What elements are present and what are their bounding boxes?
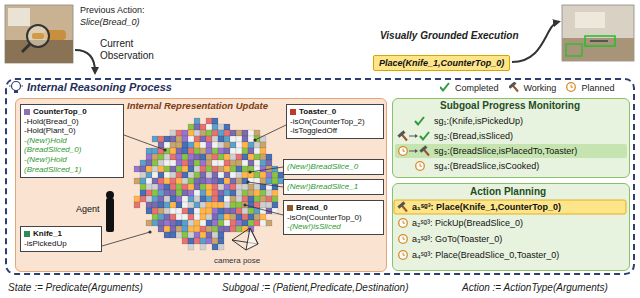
execution-image	[562, 5, 634, 61]
legend-text: Working	[524, 83, 557, 93]
object-name: (New!)BreadSlice_0	[287, 162, 380, 172]
text-label: camera pose	[214, 256, 260, 265]
object-state: -isOn(CounterTop_0)	[287, 213, 380, 223]
object-box: CounterTop_0-Hold(Bread_0)-Hold(Plant_0)…	[20, 104, 124, 178]
object-name: Bread_0	[296, 203, 328, 213]
legend-item: Working	[509, 82, 557, 93]
object-name: Toaster_0	[299, 107, 336, 117]
object-state: -Hold(Bread_0)	[24, 117, 120, 127]
text-label: Action := ActionType(Arguments)	[462, 282, 608, 293]
voxel-map	[134, 118, 284, 250]
object-box: Bread_0-isOn(CounterTop_0)-(New!)isSlice…	[283, 200, 384, 235]
object-name: Knife_1	[33, 229, 62, 239]
text-label: Subgoal := (Patient,Predicate,Destinatio…	[222, 282, 409, 293]
reasoning-panel: Internal Reasoning ProcessInternal Repre…	[5, 78, 635, 275]
object-name: CounterTop_0	[33, 107, 87, 117]
title-row: CounterTop_0	[24, 107, 120, 117]
legend-item: Completed	[440, 82, 499, 93]
legend: Completed Working Planned	[440, 82, 614, 93]
list-item: a₃ˢᵍ³: GoTo(Toaster_0)	[412, 234, 502, 244]
object-state: -(New!)Hold (BreadSliced_1)	[24, 155, 120, 174]
list-item: sg₄:(BreadSlice,isCooked)	[434, 161, 539, 171]
object-state: -(New!)Hold (BreadSliced_0)	[24, 136, 120, 155]
previous-observation-image	[5, 5, 73, 63]
text-label: Current Observation	[100, 38, 162, 61]
object-state: -(New!)isSliced	[287, 222, 380, 232]
object-color-square	[287, 205, 293, 211]
list-item: a₁ˢᵍ³: Place(Knife_1,CounterTop_0)	[412, 202, 561, 212]
legend-icon	[566, 82, 578, 93]
subgoal-panel: Subgoal Progress Monitoring sg₁:(Knife,is…	[392, 98, 630, 178]
object-state: -isOn(CounterTop_2)	[290, 117, 380, 127]
object-state: -isToggledOff	[290, 126, 380, 136]
object-color-square	[290, 109, 296, 115]
action-panel: Action Planning a₁ˢᵍ³: Place(Knife_1,Coun…	[392, 183, 630, 271]
object-box: Knife_1-isPickedUp	[20, 226, 102, 252]
list-item: sg₂:(Bread,isSliced)	[434, 131, 513, 141]
observation-arrow	[75, 50, 95, 72]
panel-title: Internal Reasoning Process	[27, 81, 172, 93]
legend-text: Planned	[581, 83, 614, 93]
text-label: Previous Action:	[80, 5, 145, 15]
object-box: (New!)BreadSlice_1	[283, 179, 384, 195]
list-item: sg₁:(Knife,isPickedUp)	[434, 116, 523, 126]
object-color-square	[24, 231, 30, 237]
text-label: Slice(Bread_0)	[80, 17, 140, 27]
panel-title: Action Planning	[470, 186, 546, 197]
object-box: (New!)BreadSlice_0	[283, 159, 384, 175]
panel-title: Subgoal Progress Monitoring	[440, 100, 580, 111]
legend-item: Planned	[566, 82, 614, 93]
object-color-square	[24, 109, 30, 115]
object-state: -isPickedUp	[24, 239, 98, 249]
title-row: Bread_0	[287, 203, 380, 213]
object-name: (New!)BreadSlice_1	[287, 182, 380, 192]
text-label: Visually Grounded Execution	[380, 30, 519, 41]
action-box: Place(Knife_1,CounterTop_0)	[373, 55, 510, 71]
list-item: a₄ˢᵍ³: Place(BreadSlice_0,Toaster_0)	[412, 250, 559, 260]
execution-arrow	[512, 22, 558, 62]
legend-text: Completed	[455, 83, 499, 93]
object-state: -Hold(Plant_0)	[24, 126, 120, 136]
representation-panel: Internal Representation UpdateCounterTop…	[15, 98, 387, 272]
text-label: State := Predicate(Arguments)	[8, 282, 143, 293]
title-row: Toaster_0	[290, 107, 380, 117]
list-item: a₂ˢᵍ³: PickUp(BreadSlice_0)	[412, 218, 523, 228]
object-box: Toaster_0-isOn(CounterTop_2)-isToggledOf…	[286, 104, 384, 139]
text-label: Agent	[76, 204, 100, 214]
title-row: Knife_1	[24, 229, 98, 239]
legend-icon	[509, 82, 521, 93]
lamp-icon	[9, 79, 23, 94]
list-item: sg₃:(BreadSlice,isPlacedTo,Toaster)	[434, 146, 577, 156]
panel-title: Internal Representation Update	[127, 100, 268, 111]
object-name: Place(Knife_1,CounterTop_0)	[379, 58, 504, 68]
legend-icon	[440, 82, 452, 93]
